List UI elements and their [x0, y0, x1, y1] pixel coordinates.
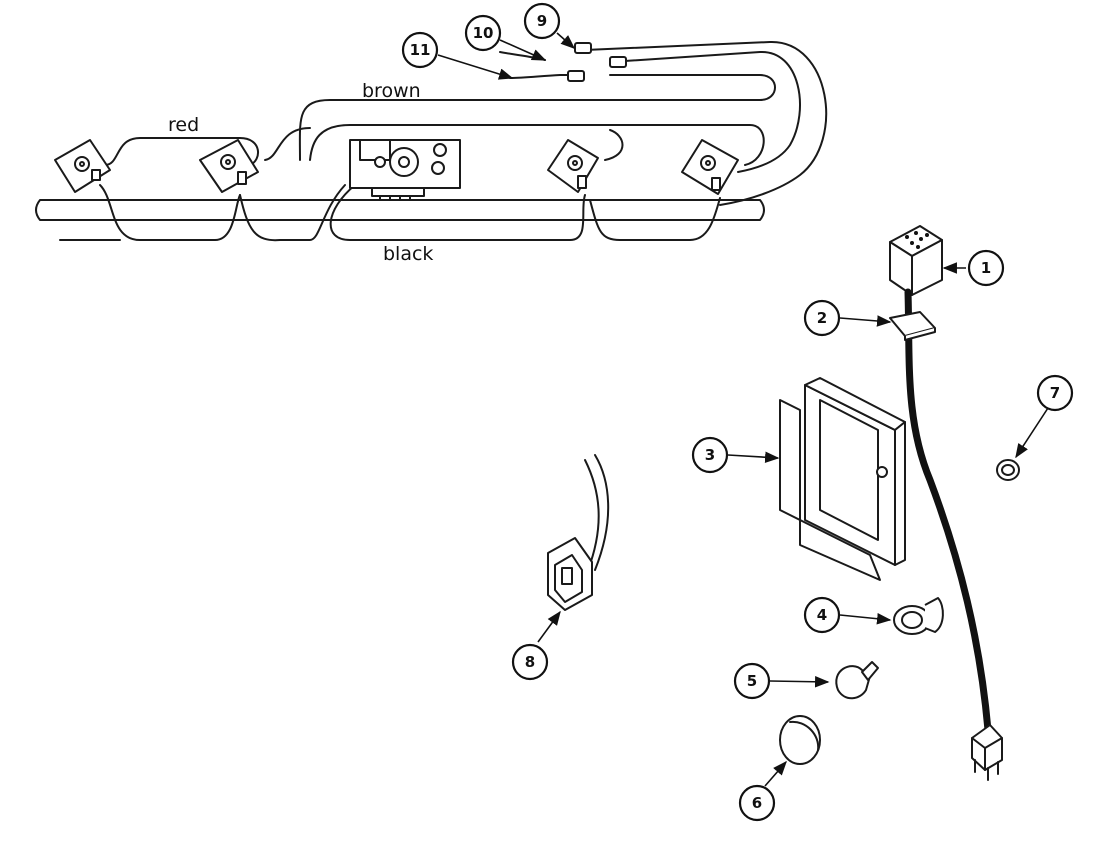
callout-5: 5 [733, 662, 771, 700]
light-bulb [835, 661, 879, 700]
lamp-lens [779, 715, 821, 765]
burner-valve-3 [547, 139, 599, 193]
callout-11: 11 [401, 31, 439, 69]
svg-text:9: 9 [537, 12, 547, 30]
callout-9: 9 [523, 2, 561, 40]
leader-lines [437, 32, 1049, 787]
callout-2: 2 [803, 299, 841, 337]
black-wire [99, 184, 721, 242]
wire-label-red: red [168, 114, 199, 136]
callout-7: 7 [1036, 374, 1074, 412]
callout-10: 10 [464, 14, 502, 52]
manifold-rail [35, 199, 765, 241]
wire-connector-9 [574, 42, 592, 54]
callout-4: 4 [803, 596, 841, 634]
wire-connector-11 [567, 70, 585, 82]
lamp-socket [893, 597, 944, 635]
svg-text:8: 8 [525, 653, 535, 671]
callout-1: 1 [967, 249, 1005, 287]
rocker-switch [547, 454, 610, 611]
light-housing-box [779, 377, 906, 581]
svg-text:2: 2 [817, 309, 827, 327]
svg-text:3: 3 [705, 446, 715, 464]
cord-clamp [889, 311, 936, 341]
callout-8: 8 [511, 643, 549, 681]
red-wire [104, 127, 311, 166]
svg-text:4: 4 [817, 606, 827, 624]
burner-valve-1 [54, 139, 111, 193]
power-cord [904, 288, 992, 734]
burner-valve-4 [681, 139, 739, 195]
svg-text:1: 1 [981, 259, 991, 277]
cord-plug [971, 724, 1003, 781]
callout-3: 3 [691, 436, 729, 474]
burner-valve-2 [199, 139, 259, 193]
svg-text:11: 11 [410, 41, 431, 59]
junction-block [889, 225, 943, 296]
svg-text:10: 10 [473, 24, 494, 42]
svg-text:7: 7 [1050, 384, 1060, 402]
wire-label-brown: brown [362, 80, 421, 102]
wire-connector-10 [609, 56, 627, 68]
oven-thermostat [349, 139, 461, 201]
svg-text:6: 6 [752, 794, 762, 812]
callout-6: 6 [738, 784, 776, 822]
retaining-ring [996, 459, 1020, 481]
wire-label-black: black [383, 243, 433, 265]
svg-text:5: 5 [747, 672, 757, 690]
brown-wire-harness [298, 40, 828, 206]
